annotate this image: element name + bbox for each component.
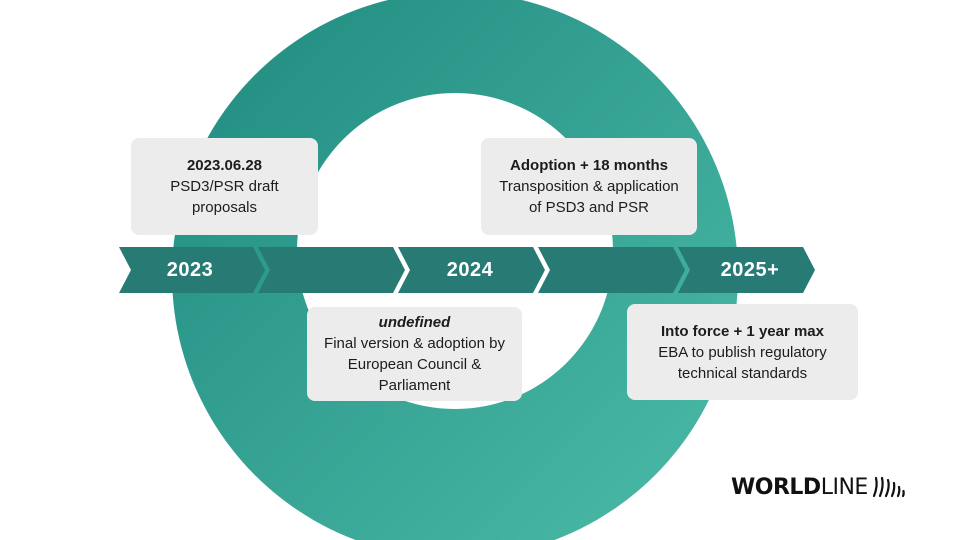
milestone-description: Final version & adoption by European Cou… — [324, 335, 505, 394]
logo-text-light: LINE — [820, 474, 869, 500]
year-label-2025-plus: 2025+ — [720, 259, 780, 281]
year-label-2024: 2024 — [446, 259, 494, 281]
milestone-date: undefined — [378, 314, 451, 331]
milestone-card-eba-standards: Into force + 1 year max EBA to publish r… — [627, 304, 858, 400]
milestone-date: Into force + 1 year max — [661, 322, 824, 340]
year-label-2023: 2023 — [166, 259, 214, 281]
logo-text-bold: WORLD — [731, 474, 821, 500]
timeline-segment-2 — [258, 247, 405, 293]
milestone-date: Adoption + 18 months — [510, 157, 668, 174]
milestone-date: 2023.06.28 — [186, 157, 263, 174]
timeline-segment-3 — [398, 247, 545, 293]
milestone-card-transposition: Adoption + 18 months Transposition & app… — [481, 138, 697, 235]
waves-icon — [872, 476, 905, 498]
timeline-segment-1 — [119, 247, 265, 293]
timeline-segment-4 — [538, 247, 685, 293]
milestone-description: Transposition & application of PSD3 and … — [499, 178, 679, 216]
timeline-segment-5 — [678, 247, 815, 293]
milestone-card-final-adoption: undefined Final version & adoption by Eu… — [307, 307, 522, 401]
milestone-description: PSD3/PSR draft proposals — [170, 178, 279, 216]
milestone-description: EBA to publish regulatory technical stan… — [658, 343, 827, 382]
milestone-card-draft-proposals: 2023.06.28 PSD3/PSR draft proposals — [131, 138, 318, 235]
